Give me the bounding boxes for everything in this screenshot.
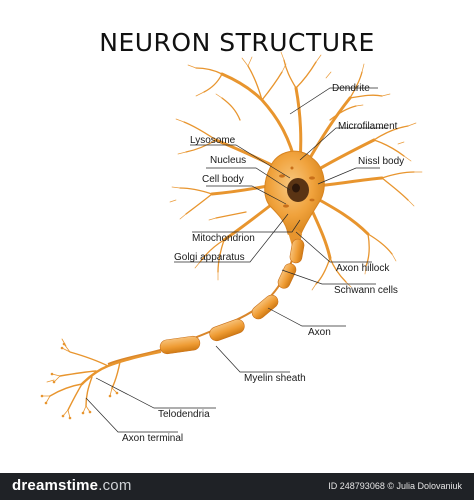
brand-dim: .com	[98, 477, 132, 494]
label-microfilament: Microfilament	[338, 121, 398, 132]
label-schwann-cells: Schwann cells	[334, 285, 398, 296]
label-cell-body: Cell body	[202, 174, 244, 185]
label-golgi-apparatus: Golgi apparatus	[174, 252, 245, 263]
label-lysosome: Lysosome	[190, 135, 236, 146]
labels: Dendrite Microfilament Lysosome Nucleus …	[122, 83, 404, 444]
brand-logo: dreamstime.com	[12, 477, 132, 494]
label-nissl-body: Nissl body	[358, 156, 404, 167]
myelin-segments	[159, 238, 305, 355]
brand-main: dreamstime	[12, 477, 99, 494]
label-mitochondrion: Mitochondrion	[192, 233, 255, 244]
label-axon-terminal: Axon terminal	[122, 433, 183, 444]
label-telodendria: Telodendria	[158, 409, 210, 420]
page-title: NEURON STRUCTURE	[99, 28, 375, 57]
watermark-footer: dreamstime.com ID 248793068 © Julia Dolo…	[0, 473, 474, 500]
label-myelin-sheath: Myelin sheath	[244, 373, 306, 384]
label-nucleus: Nucleus	[210, 155, 246, 166]
organelles	[279, 166, 315, 208]
telodendria-branches	[40, 338, 162, 420]
label-axon-hillock: Axon hillock	[336, 263, 390, 274]
leader-lines	[85, 87, 388, 433]
nucleolus-shape	[292, 183, 300, 193]
neuron-diagram: Dendrite Microfilament Lysosome Nucleus …	[40, 51, 423, 444]
image-credit: ID 248793068 © Julia Dolovaniuk	[328, 481, 462, 491]
label-dendrite: Dendrite	[332, 83, 370, 94]
label-axon: Axon	[308, 327, 331, 338]
